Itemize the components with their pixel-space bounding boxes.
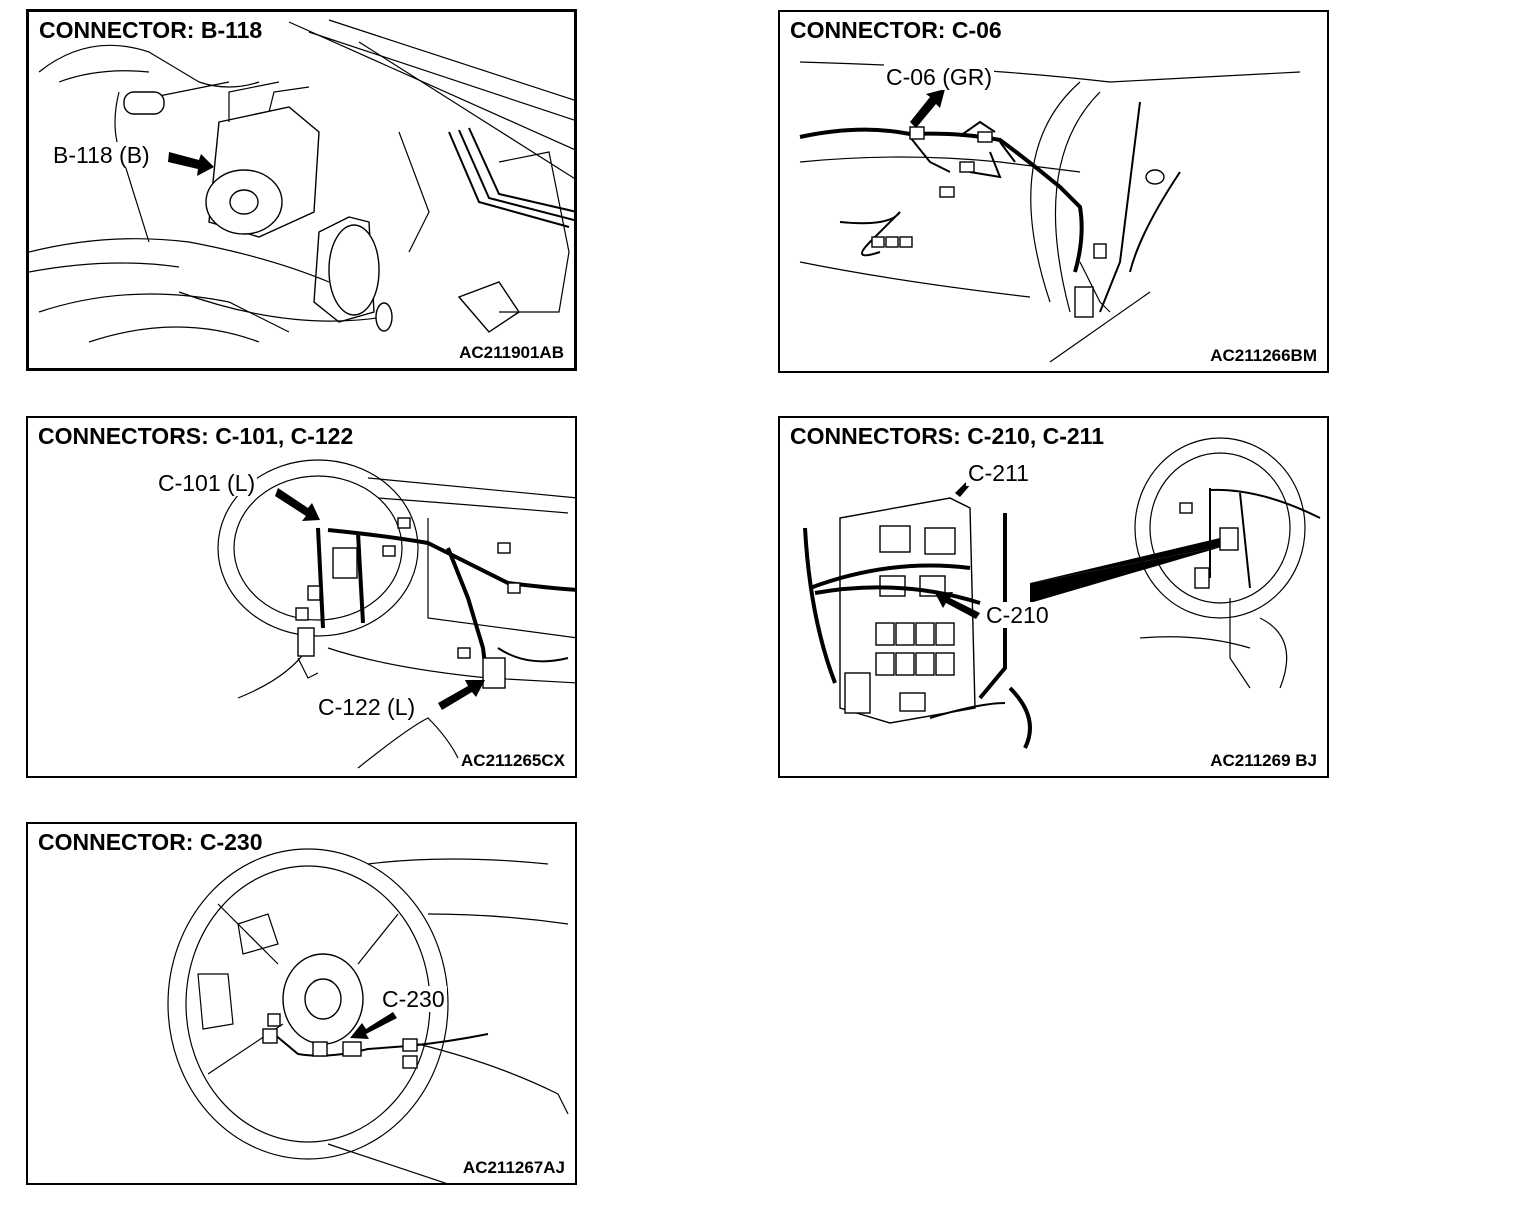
connector-label-c211: C-211 [966, 460, 1031, 486]
connector-label-b118: B-118 (B) [51, 142, 152, 168]
diagram-panel-c101-c122: CONNECTORS: C-101, C-122 C-101 (L) C-122… [26, 416, 577, 778]
panel-title: CONNECTORS: C-101, C-122 [36, 422, 356, 450]
dashboard-harness-illustration [799, 61, 1301, 363]
figure-code: AC211267AJ [460, 1157, 567, 1179]
steering-column-harness-illustration [217, 459, 575, 769]
diagram-panel-c06: CONNECTOR: C-06 C-06 (GR) AC211266BM [778, 10, 1329, 373]
connector-label-c06: C-06 (GR) [884, 64, 995, 90]
diagram-panel-b118: CONNECTOR: B-118 B-118 (B) AC211901AB [26, 9, 577, 371]
connector-label-c101: C-101 (L) [156, 470, 258, 496]
engine-bay-illustration [29, 19, 574, 343]
steering-wheel-illustration [167, 848, 569, 1183]
connector-label-c230: C-230 [380, 986, 447, 1012]
figure-code: AC211901AB [457, 342, 566, 364]
panel-title: CONNECTOR: C-230 [36, 828, 265, 856]
panel-title: CONNECTOR: C-06 [788, 16, 1004, 44]
diagram-panel-c230: CONNECTOR: C-230 C-230 AC211267AJ [26, 822, 577, 1185]
panel-title: CONNECTORS: C-210, C-211 [788, 422, 1106, 450]
figure-code: AC211265CX [459, 750, 567, 772]
panel-title: CONNECTOR: B-118 [37, 16, 265, 44]
figure-code: AC211269 BJ [1208, 750, 1319, 772]
figure-code: AC211266BM [1208, 345, 1319, 367]
diagram-panel-c210-c211: CONNECTORS: C-210, C-211 C-211 C-210 AC2… [778, 416, 1329, 778]
connector-label-c122: C-122 (L) [316, 694, 418, 720]
junction-block-illustration [803, 437, 1321, 749]
connector-label-c210: C-210 [984, 602, 1051, 628]
